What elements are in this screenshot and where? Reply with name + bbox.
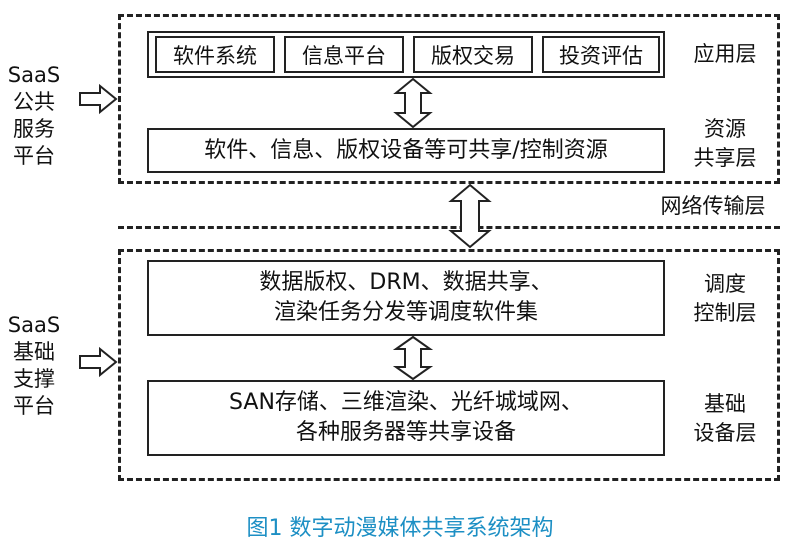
dispatch-layer-label-line: 控制层: [693, 301, 757, 325]
module-label: 投资评估: [559, 43, 643, 68]
dispatch-control-layer-label: 调度 控制层: [680, 270, 770, 328]
top-platform-entry-arrow-icon: [79, 83, 118, 115]
bottom-platform-label-line: SaaS: [7, 313, 61, 337]
app-resource-double-arrow-icon: [393, 77, 433, 129]
resource-sharing-layer-label: 资源 共享层: [680, 115, 770, 173]
dispatch-control-line: 数据版权、DRM、数据共享、: [259, 270, 553, 295]
infrastructure-layer-label: 基础 设备层: [680, 390, 770, 448]
top-platform-label-line: 服务: [13, 117, 55, 141]
top-platform-label-line: 平台: [13, 144, 55, 168]
resource-sharing-text: 软件、信息、版权设备等可共享/控制资源: [204, 137, 608, 163]
bottom-platform-label: SaaS 基础 支撑 平台: [4, 312, 64, 420]
application-layer-label-text: 应用层: [693, 42, 757, 66]
infrastructure-box: SAN存储、三维渲染、光纤城域网、 各种服务器等共享设备: [147, 380, 665, 456]
module-label: 软件系统: [173, 43, 257, 68]
resource-sharing-box: 软件、信息、版权设备等可共享/控制资源: [147, 128, 665, 173]
infra-layer-label-line: 设备层: [693, 421, 757, 445]
module-info-platform: 信息平台: [284, 36, 404, 73]
network-layer-label: 网络传输层: [648, 192, 778, 221]
module-label: 版权交易: [431, 43, 515, 68]
figure-caption: 图1 数字动漫媒体共享系统架构: [0, 510, 800, 542]
dispatch-control-line: 渲染任务分发等调度软件集: [273, 300, 538, 325]
bottom-platform-label-line: 基础: [13, 340, 55, 364]
top-platform-label-line: SaaS: [7, 63, 61, 87]
network-layer-label-text: 网络传输层: [660, 194, 766, 218]
top-platform-label-line: 公共: [13, 90, 55, 114]
top-platform-label: SaaS 公共 服务 平台: [4, 62, 64, 170]
dispatch-layer-label-line: 调度: [704, 272, 746, 296]
module-copyright-trading: 版权交易: [413, 36, 533, 73]
network-layer-divider: [118, 226, 780, 229]
bottom-platform-label-line: 支撑: [13, 367, 55, 391]
figure-caption-text: 图1 数字动漫媒体共享系统架构: [246, 516, 554, 541]
bottom-platform-label-line: 平台: [13, 394, 55, 418]
module-software-system: 软件系统: [155, 36, 275, 73]
dispatch-infra-double-arrow-icon: [392, 335, 434, 381]
bottom-platform-entry-arrow-icon: [79, 346, 118, 378]
dispatch-control-box: 数据版权、DRM、数据共享、 渲染任务分发等调度软件集: [147, 260, 665, 336]
infra-layer-label-line: 基础: [704, 392, 746, 416]
module-investment-evaluation: 投资评估: [542, 36, 660, 73]
application-layer-label: 应用层: [680, 40, 770, 69]
module-label: 信息平台: [302, 43, 386, 68]
resource-layer-label-line: 资源: [704, 117, 746, 141]
network-double-arrow-icon: [448, 183, 492, 249]
resource-layer-label-line: 共享层: [693, 146, 757, 170]
infrastructure-line: SAN存储、三维渲染、光纤城域网、: [229, 390, 583, 415]
infrastructure-line: 各种服务器等共享设备: [295, 420, 516, 445]
bottom-platform-region: [118, 249, 780, 481]
top-platform-region: [118, 14, 780, 184]
